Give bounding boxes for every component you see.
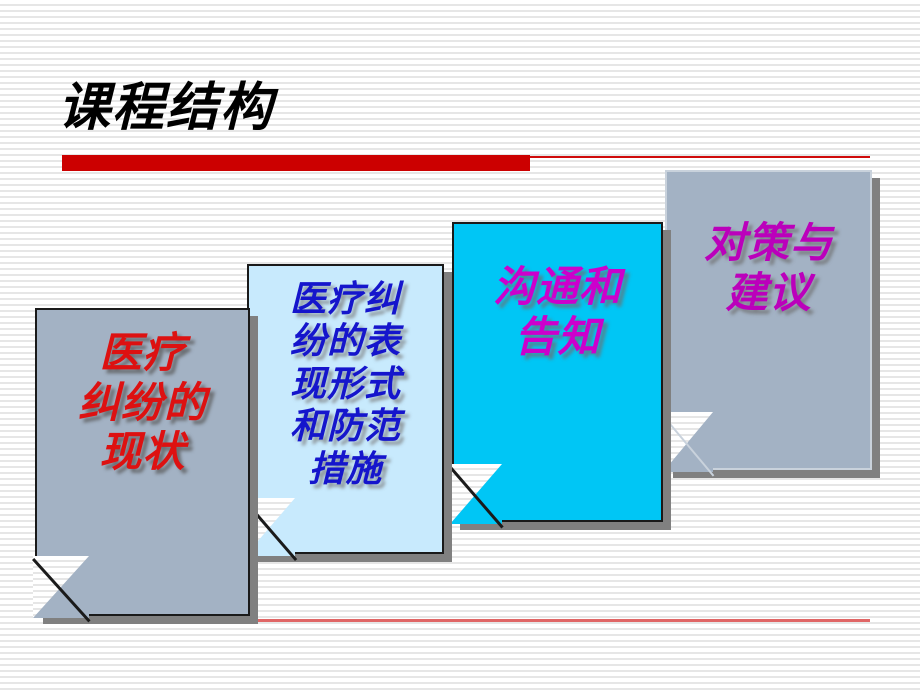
flow-card-3[interactable]: 沟通和 告知 [449, 222, 671, 530]
card-fold-triangle [663, 412, 713, 472]
card-label: 医疗 纠纷的 现状 [77, 328, 207, 477]
card-label: 沟通和 告知 [492, 262, 622, 361]
flow-card-2[interactable]: 医疗纠 纷的表 现形式 和防范 措施 [244, 264, 452, 562]
card-label: 对策与 建议 [703, 218, 833, 317]
footer-divider [62, 619, 870, 622]
page-title: 课程结构 [58, 77, 275, 138]
card-label: 医疗纠 纷的表 现形式 和防范 措施 [289, 278, 401, 490]
flow-card-1[interactable]: 医疗 纠纷的 现状 [32, 308, 258, 624]
title-underline-bar [62, 155, 530, 171]
flow-card-4[interactable]: 对策与 建议 [662, 170, 880, 478]
